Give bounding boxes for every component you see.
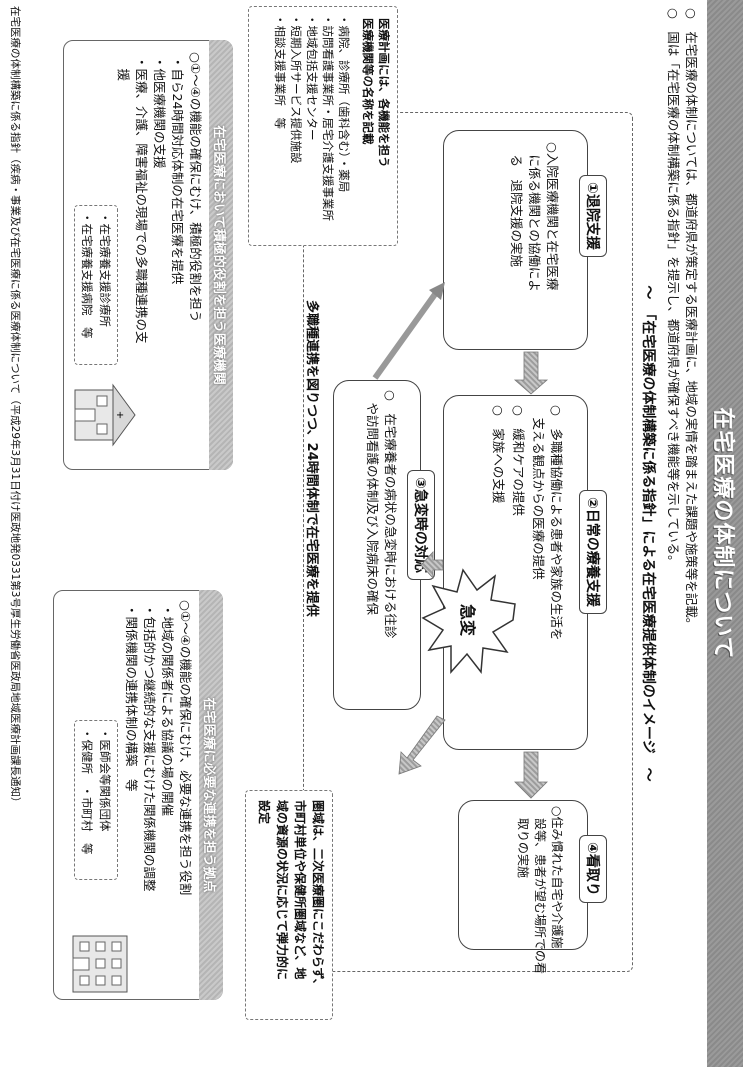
coordination-hub-line-1: ○①～④の機能の確保にむけ、必要な連携を担う役割 (178, 600, 193, 896)
arrow-burst-to-terminal (398, 715, 446, 775)
hospital-icon: + (74, 383, 136, 447)
coordination-hub-line-2: ・地域の関係者による協議の場の開催 (160, 604, 175, 817)
active-role-line-4: ・医療、介護、障害福祉の現場での多職種連携の支 (134, 56, 149, 344)
coordination-hub-header: 在宅医療に必要な連携を担う拠点 (199, 590, 223, 1000)
active-role-sub-2: ・在宅療養支援病院 等 (80, 212, 94, 339)
office-building-icon (72, 935, 128, 993)
area-note-line-2: 市町村単位や保健所圏域など、地 (293, 800, 307, 980)
medical-plan-heading-2: 医療機関等の名称を記載 (361, 18, 375, 145)
medical-plan-item-3: ・地域包括支援センター (305, 14, 319, 141)
arrow-discharge-to-daily (513, 351, 549, 395)
medical-plan-item-2: ・訪問看護事業所・居宅介護支援事業所 (321, 14, 335, 221)
svg-text:+: + (114, 411, 125, 419)
arrow-daily-to-emergency (420, 550, 444, 580)
coordination-hub-line-3: ・包括的かつ継続的な支援にむけた関係機関の調整 (142, 604, 157, 892)
active-role-header-text: 在宅医療において積極的役割を担う医療機関 (211, 125, 227, 385)
area-note-line-4: 設定 (257, 800, 271, 825)
active-role-line-5: 援 (116, 56, 131, 82)
medical-plan-item-4: ・短期入所サービス提供施設 (289, 14, 303, 164)
medical-plan-item-1: ・病院、診療所（歯科含む）・薬局 (337, 14, 351, 193)
active-role-line-1: ○①～④の機能の確保にむけ、積極的役割を担う (188, 52, 203, 323)
coordination-hub-sub-1: ・医師会等関係団体 (98, 728, 112, 832)
medical-plan-heading-1: 医療計画には、各機能を担う (377, 18, 391, 168)
coordination-hub-header-text: 在宅医療に必要な連携を担う拠点 (201, 697, 217, 893)
coordination-hub-sub-2: ・保健所 ・市町村 等 (80, 728, 94, 855)
active-role-line-3: ・他医療機関の支援 (152, 56, 167, 169)
active-role-header: 在宅医療において積極的役割を担う医療機関 (209, 40, 233, 470)
area-note-line-1: 圏域は、二次医療圏にこだわらず、 (311, 800, 325, 991)
emergency-burst-label: 急変 (458, 604, 477, 637)
medical-plan-item-5: ・相談支援事業所 等 (273, 14, 287, 129)
arrow-daily-to-terminal (514, 751, 548, 799)
network-caption: 多職種連携を図りつつ、24時間体制で在宅医療を提供 (304, 300, 319, 617)
active-role-sub-1: ・在宅療養支援診療所 (98, 212, 112, 327)
coordination-hub-line-4: ・関係機関の連携体制の構築 等 (124, 604, 139, 792)
source-footer: 在宅医療の体制構築に係る指針（疾病・事業及び在宅医療に係る医療体制について（平成… (9, 6, 21, 808)
active-role-line-2: ・自ら24時間対応体制の在宅医療を提供 (170, 56, 185, 285)
arrow-emergency-to-discharge (372, 288, 441, 380)
emergency-burst-shape (421, 568, 516, 674)
area-note-line-3: 域の資源の状況に応じて弾力的に (275, 800, 289, 981)
